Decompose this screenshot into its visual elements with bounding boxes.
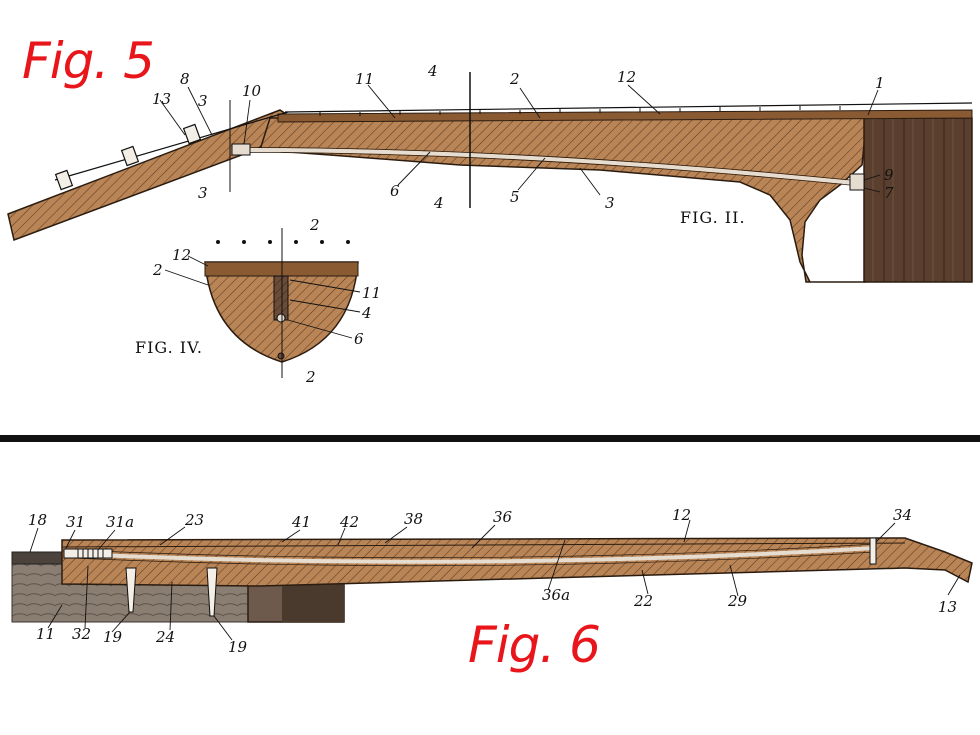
fig4-callout-4: 4 <box>362 304 372 322</box>
fig5-caption-inset: FIG. IV. <box>135 338 203 357</box>
section-divider <box>0 435 980 442</box>
fig4-callout-2-top: 2 <box>310 216 320 234</box>
fig6-callout-34: 34 <box>893 506 913 524</box>
fig5-frets <box>319 106 841 116</box>
fig6-callout-19-right: 19 <box>228 638 248 656</box>
fig6-callout-24: 24 <box>156 628 176 646</box>
fig6-callout-36a: 36a <box>542 586 571 604</box>
fig6-truss-rod <box>71 546 876 564</box>
fig6-callout-13: 13 <box>938 598 958 616</box>
fig5-adjuster <box>231 143 251 156</box>
fig6-callout-42: 42 <box>340 513 360 531</box>
fig5-headstock <box>7 109 293 242</box>
fig6-callout-23: 23 <box>185 511 205 529</box>
fig5-callout-10: 10 <box>242 82 262 100</box>
fig5-neck <box>259 115 866 283</box>
fig4-callout-6: 6 <box>354 330 364 348</box>
fig5-callout-4-top: 4 <box>428 62 438 80</box>
fig5-callout-9: 9 <box>884 166 894 184</box>
fig6-callout-18: 18 <box>28 511 48 529</box>
fig5-leaders <box>159 84 881 196</box>
fig4-callout-2-left: 2 <box>153 261 163 279</box>
fig5-callout-8: 8 <box>180 70 190 88</box>
fig6-callout-29: 29 <box>728 592 748 610</box>
fig5-callout-3-top: 3 <box>198 92 208 110</box>
fig5-callout-3-bottom: 3 <box>198 184 208 202</box>
fig4-rod-slot <box>273 275 289 321</box>
fig5-string <box>284 102 973 113</box>
fig5-fingerboard <box>277 109 973 123</box>
fig5-caption-main: FIG. II. <box>680 208 746 227</box>
fig5-title: Fig. 5 <box>22 32 155 90</box>
fig6-top-plate <box>11 551 63 565</box>
fig5-callout-2: 2 <box>510 70 520 88</box>
fig4-callout-12: 12 <box>172 246 192 264</box>
fig5-callout-13: 13 <box>152 90 172 108</box>
fig5-callout-11: 11 <box>355 70 375 88</box>
fig5-callout-6: 6 <box>390 182 400 200</box>
fig6-callout-36: 36 <box>493 508 513 526</box>
fig4-callout-11: 11 <box>362 284 382 302</box>
fig6-leaders <box>29 519 961 641</box>
fig5-anchor <box>849 173 865 191</box>
fig5-callout-12: 12 <box>617 68 637 86</box>
fig6-callout-11: 11 <box>36 625 56 643</box>
fig6-title: Fig. 6 <box>468 616 601 674</box>
fig4-string-dots <box>216 240 350 244</box>
fig5-neck-drawing <box>7 72 973 283</box>
fig6-callout-12: 12 <box>672 506 692 524</box>
fig5-string-head <box>54 111 289 181</box>
fig5-tuning-pegs <box>54 123 202 191</box>
fig5-truss-rod <box>247 148 856 185</box>
fig5-callout-7: 7 <box>884 184 894 202</box>
fig4-callout-2-bottom: 2 <box>306 368 316 386</box>
fig5-callout-3-neck: 3 <box>605 194 615 212</box>
fig6-callout-41: 41 <box>292 513 312 531</box>
fig5-callout-5: 5 <box>510 188 520 206</box>
fig6-callout-31a: 31a <box>106 513 135 531</box>
fig6-callout-31: 31 <box>66 513 86 531</box>
fig4-rod <box>276 313 286 323</box>
fig5-callout-4-bottom: 4 <box>434 194 444 212</box>
fig6-callout-22: 22 <box>634 592 654 610</box>
fig6-callout-38: 38 <box>404 510 424 528</box>
fig5-guitar-body <box>863 117 973 283</box>
fig6-callout-19-left: 19 <box>103 628 123 646</box>
fig6-fingerboard-line <box>61 542 906 548</box>
fig6-anchor <box>869 537 877 565</box>
fig4-cross-section <box>164 228 361 378</box>
fig6-neck-drawing <box>11 519 973 641</box>
fig5-callout-1: 1 <box>875 74 885 92</box>
fig6-callout-32: 32 <box>72 625 92 643</box>
